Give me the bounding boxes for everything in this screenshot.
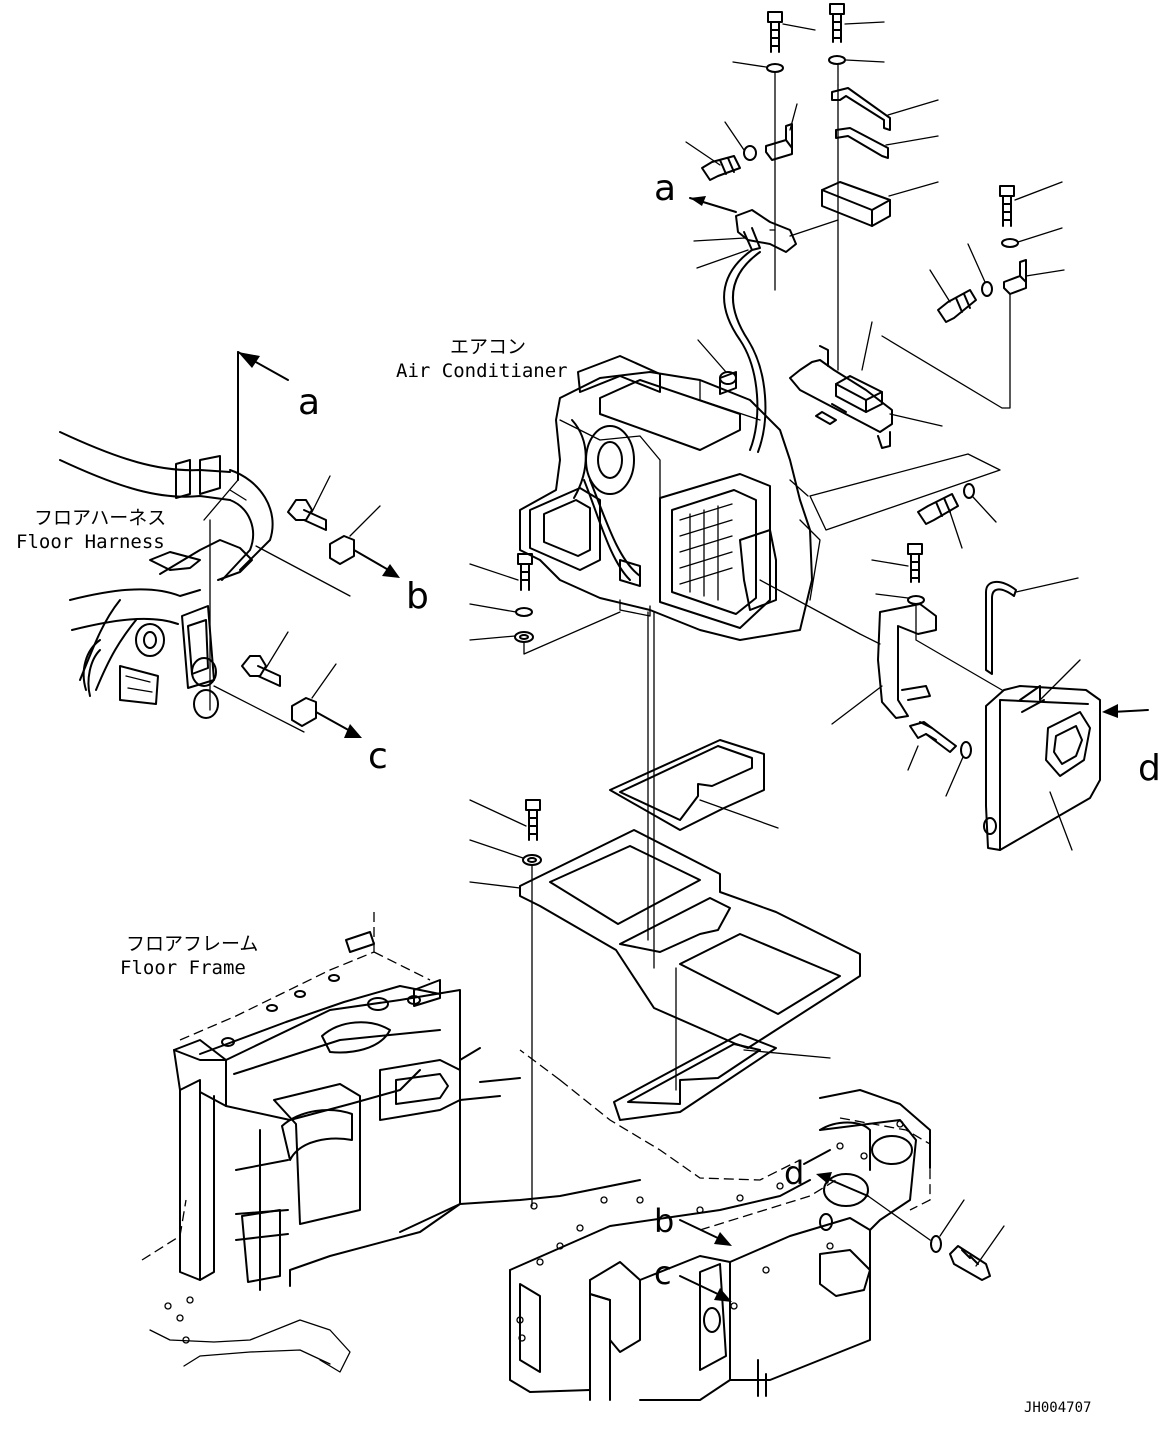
top-gasket (609, 739, 779, 831)
air-conditioner-unit (519, 355, 1001, 969)
top-bolt-left (732, 11, 816, 291)
floor-frame-label-en: Floor Frame (120, 957, 246, 979)
callout-d-frame: d (784, 1154, 804, 1192)
callout-d-cover: d (1138, 748, 1161, 789)
lower-bracket (835, 127, 939, 159)
hook-rod (985, 577, 1079, 675)
harness-clamp-b: b (255, 475, 429, 617)
floor-frame (141, 912, 931, 1401)
callout-a-top: a (654, 168, 676, 209)
callout-b-frame: b (654, 1202, 674, 1240)
top-bolt-right (828, 3, 885, 86)
floor-callouts: b c d (654, 1154, 869, 1302)
floor-plate (469, 829, 861, 1049)
side-cover-bracket (831, 603, 937, 725)
floor-frame-label-jp: フロアフレーム (126, 933, 258, 955)
frame-bolt-right (867, 1195, 1005, 1281)
right-bolt-stack (881, 181, 1065, 409)
air-conditioner-label-en: Air Conditianer (396, 360, 568, 382)
callout-b-harness: b (406, 576, 429, 617)
right-bolt-upper (917, 483, 997, 549)
upper-bracket (831, 87, 939, 131)
floor-harness (59, 351, 289, 719)
controller-box (821, 84, 939, 371)
small-bracket-left (685, 103, 798, 181)
bottom-gasket (613, 967, 831, 1121)
drawing-code: JH004707 (1024, 1400, 1091, 1416)
floor-harness-label-jp: フロアハーネス (34, 507, 166, 529)
callout-c-frame: c (654, 1254, 672, 1292)
right-bolt-lower (907, 721, 972, 797)
callout-a-arrow-top: a (654, 168, 737, 213)
plate-bolt (469, 799, 542, 1207)
callout-a-harness: a (298, 382, 320, 423)
air-conditioner-label-jp: エアコン (450, 336, 526, 358)
callout-c-harness: c (368, 736, 388, 777)
relay-mount-bracket (697, 321, 943, 449)
floor-harness-label-en: Floor Harness (16, 531, 165, 553)
harness-clamp-c: c (213, 631, 388, 777)
ac-left-fasteners (469, 553, 621, 655)
right-side-cover: d (983, 659, 1161, 851)
